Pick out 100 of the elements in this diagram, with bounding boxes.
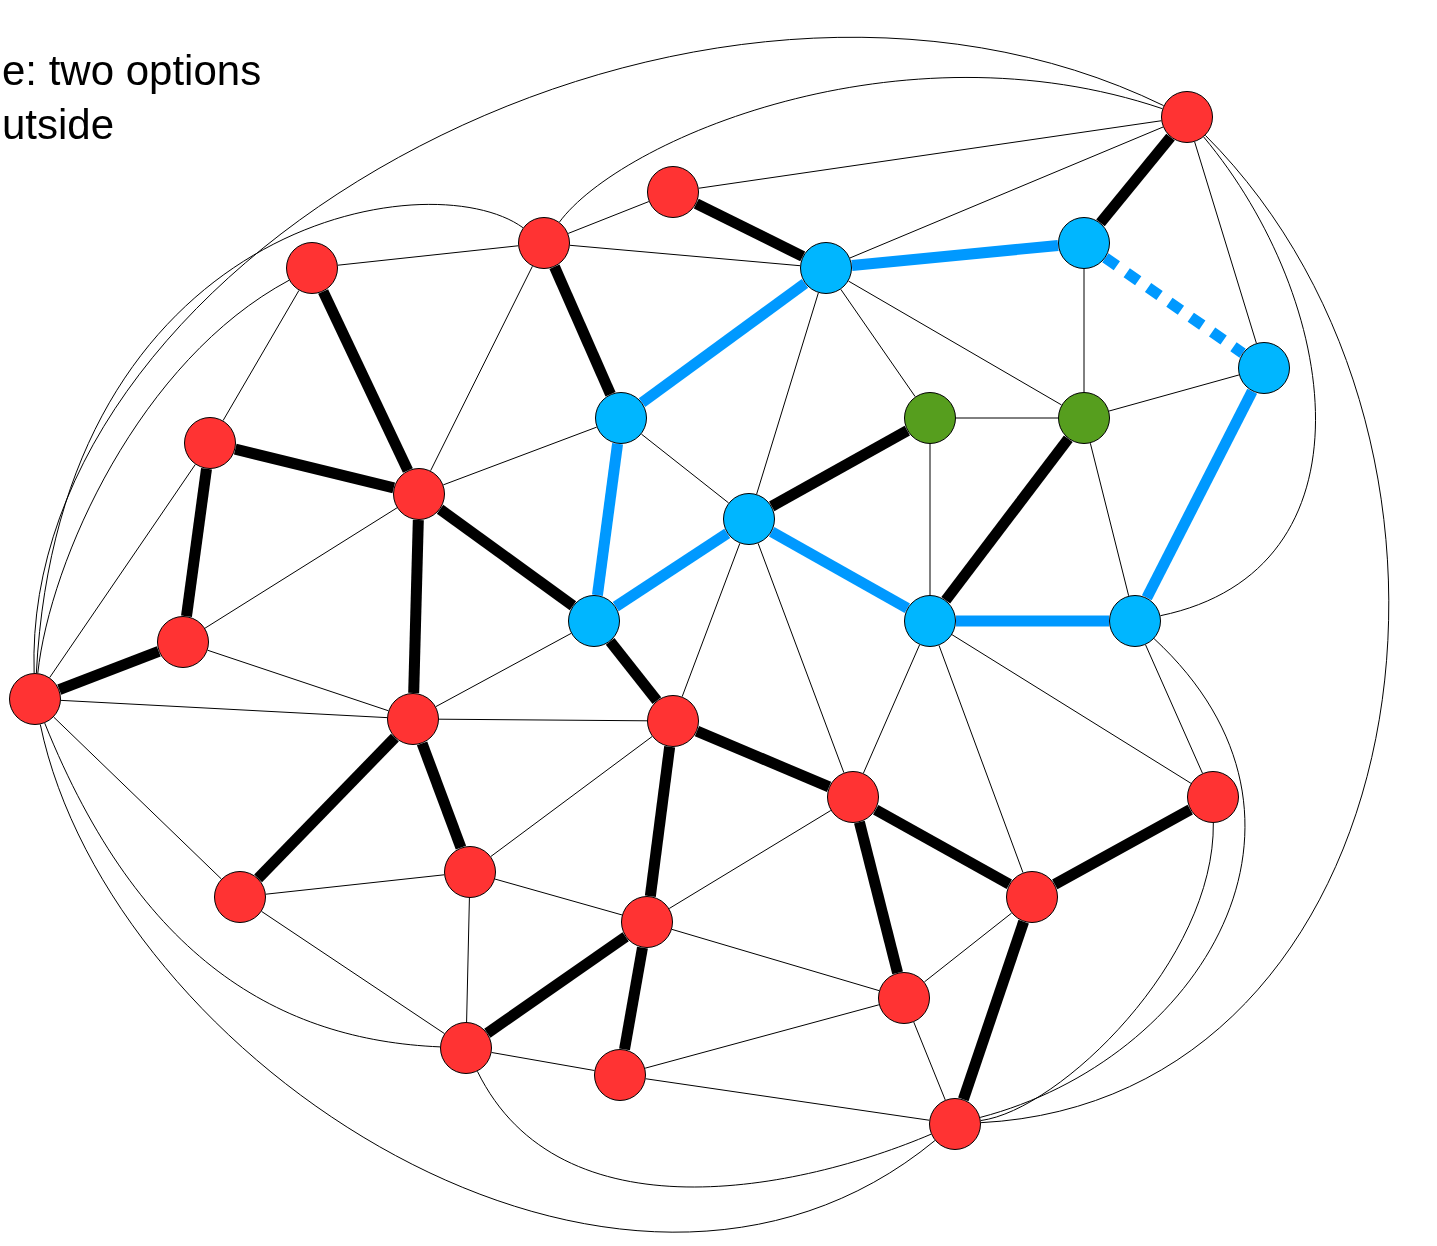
graph-edge <box>567 201 650 234</box>
highlighted-edge <box>619 946 648 1051</box>
graph-edge <box>1194 141 1257 344</box>
graph-edge <box>60 699 388 719</box>
highlighted-edge <box>416 741 467 850</box>
highlighted-edge <box>1141 388 1258 601</box>
graph-edge <box>35 204 524 674</box>
graph-edge <box>644 1004 880 1069</box>
highlighted-edge <box>693 198 806 262</box>
highlighted-edge <box>694 726 832 792</box>
graph-edge <box>476 1070 932 1188</box>
graph-node <box>1161 91 1213 143</box>
highlighted-edge <box>956 615 1109 627</box>
highlighted-edge <box>941 435 1073 604</box>
graph-edge <box>442 426 598 486</box>
graph-edge <box>33 39 1165 674</box>
graph-node <box>568 595 620 647</box>
highlighted-edge <box>1096 133 1175 227</box>
graph-node <box>647 695 699 747</box>
graph-node <box>393 468 445 520</box>
graph-node <box>621 896 673 948</box>
graph-edge <box>840 288 916 398</box>
graph-edge <box>1108 374 1240 412</box>
graph-node <box>878 972 930 1024</box>
graph-node <box>286 242 338 294</box>
graph-edge <box>980 822 1214 1122</box>
graph-node <box>1238 342 1290 394</box>
graph-edge <box>645 1078 930 1121</box>
note-text: e: two options utside <box>2 46 263 150</box>
graph-edge <box>929 443 931 596</box>
highlighted-edge <box>851 240 1059 271</box>
graph-edge <box>681 542 741 698</box>
graph-node <box>594 1049 646 1101</box>
graph-edge <box>671 928 880 992</box>
graph-node <box>647 166 699 218</box>
graph-edge <box>640 433 730 504</box>
graph-edge <box>466 897 470 1023</box>
highlighted-edge <box>233 443 396 494</box>
graph-node <box>723 493 775 545</box>
highlighted-edge <box>436 504 577 611</box>
graph-edge <box>558 76 1163 223</box>
graph-node <box>800 242 852 294</box>
highlighted-edge <box>768 526 911 614</box>
highlighted-edge <box>958 919 1029 1102</box>
graph-edge <box>980 134 1389 1124</box>
highlighted-edge <box>318 289 413 473</box>
highlighted-edge <box>549 264 616 397</box>
graph-edge <box>261 910 445 1035</box>
graph-edge <box>955 417 1059 419</box>
graph-edge <box>923 912 1013 983</box>
graph-node <box>387 693 439 745</box>
graph-edge <box>1083 268 1085 393</box>
graph-node <box>1109 595 1161 647</box>
graph-edge <box>913 1021 946 1101</box>
graph-node <box>157 616 209 668</box>
graph-edge <box>849 126 1164 259</box>
graph-edge <box>757 542 845 774</box>
graph-node <box>214 871 266 923</box>
graph-edge <box>1145 644 1203 774</box>
graph-node <box>1006 871 1058 923</box>
graph-node <box>595 392 647 444</box>
graph-edge <box>862 644 921 774</box>
graph-edge <box>430 265 533 472</box>
highlighted-edge <box>644 746 676 897</box>
graph-node <box>827 771 879 823</box>
graph-edge <box>494 878 623 916</box>
highlighted-edge <box>591 443 624 596</box>
graph-edge <box>979 638 1246 1118</box>
highlighted-edge <box>769 425 910 512</box>
highlighted-edge <box>484 932 629 1038</box>
graph-edge <box>951 634 1192 784</box>
graph-edge <box>49 463 196 679</box>
graph-edge <box>44 722 441 1048</box>
graph-edge <box>698 120 1162 189</box>
graph-node <box>904 392 956 444</box>
graph-edge <box>207 649 389 712</box>
highlighted-edge <box>873 804 1012 890</box>
highlighted-edge <box>612 528 731 612</box>
graph-node <box>1187 771 1239 823</box>
graph-edge <box>848 280 1062 406</box>
graph-edge <box>491 1052 595 1071</box>
highlighted-edge <box>181 468 212 617</box>
graph-node <box>518 217 570 269</box>
graph-edge <box>37 279 290 674</box>
graph-node <box>444 846 496 898</box>
graph-edge <box>490 736 653 857</box>
highlighted-edge <box>854 820 903 975</box>
highlighted-edge <box>1052 804 1193 890</box>
graph-edge <box>265 874 445 895</box>
graph-edge <box>1089 442 1130 597</box>
graph-node <box>9 673 61 725</box>
graph-edge <box>204 507 398 629</box>
highlighted-edge <box>1102 253 1246 358</box>
graph-edge <box>222 289 300 422</box>
highlighted-edge <box>254 733 399 883</box>
highlighted-edge <box>638 278 809 408</box>
highlighted-edge <box>57 646 161 695</box>
graph-edge <box>435 632 572 708</box>
graph-node <box>1058 392 1110 444</box>
graph-node <box>184 417 236 469</box>
